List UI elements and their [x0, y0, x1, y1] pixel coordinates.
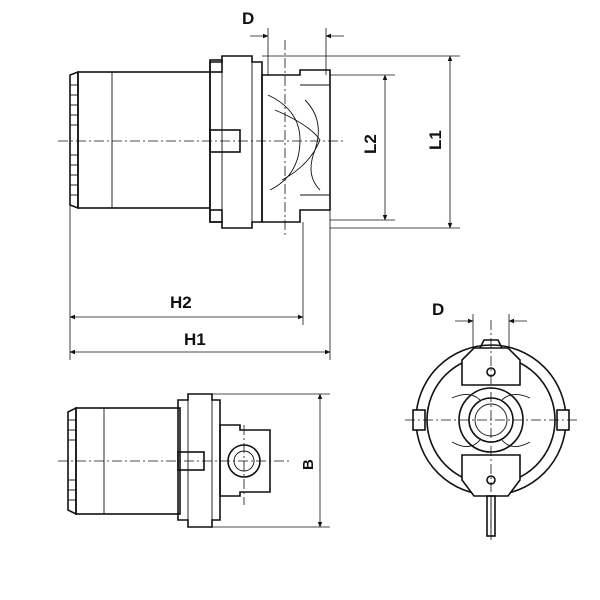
- plan-view: [58, 393, 290, 528]
- dimension-d-end: D: [432, 300, 527, 350]
- label-d-top: D: [242, 9, 254, 28]
- dimension-l2: L2: [330, 74, 395, 221]
- dimension-l1: L1: [262, 55, 460, 229]
- label-h1: H1: [184, 330, 206, 349]
- dimension-h2: H2: [69, 205, 304, 360]
- label-b: B: [300, 459, 317, 470]
- dimension-b: B: [212, 393, 330, 528]
- dimension-d-top: D: [242, 9, 344, 75]
- label-h2: H2: [170, 293, 192, 312]
- end-view: [405, 320, 578, 540]
- label-l1: L1: [426, 130, 445, 150]
- side-view: [58, 40, 345, 235]
- label-d-end: D: [432, 300, 444, 319]
- label-l2: L2: [361, 134, 380, 154]
- dimension-h1: H1: [69, 210, 331, 360]
